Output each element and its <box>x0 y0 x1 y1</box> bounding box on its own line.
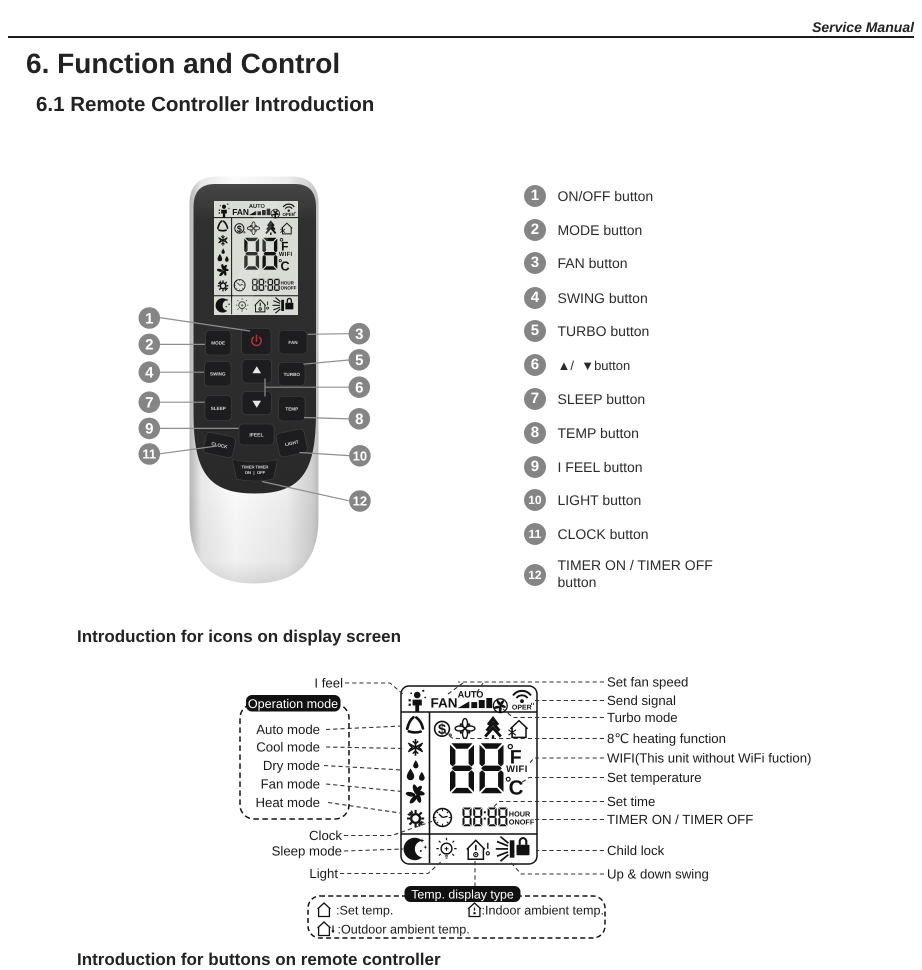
svg-text:Send signal: Send signal <box>607 693 676 708</box>
svg-text:TIMER TIMER: TIMER TIMER <box>242 465 269 470</box>
svg-text:Child lock: Child lock <box>607 843 665 858</box>
svg-text:WIFI(This unit without WiFi fu: WIFI(This unit without WiFi fuction) <box>607 751 811 766</box>
svg-text:Set time: Set time <box>607 794 655 809</box>
svg-text:Temp. display type: Temp. display type <box>411 888 514 902</box>
svg-text:ON | OFF: ON | OFF <box>245 470 266 475</box>
svg-text:Auto mode: Auto mode <box>256 722 320 737</box>
svg-text:Heat mode: Heat mode <box>255 795 320 810</box>
svg-text::Outdoor ambient temp.: :Outdoor ambient temp. <box>338 923 470 937</box>
svg-text:Operation mode: Operation mode <box>248 697 338 711</box>
svg-text::Set temp.: :Set temp. <box>336 904 393 918</box>
svg-text:Set fan speed: Set fan speed <box>607 675 688 690</box>
svg-text:TURBO: TURBO <box>284 372 301 377</box>
svg-text:LIGHT: LIGHT <box>285 439 300 447</box>
svg-text:Sleep mode: Sleep mode <box>272 844 342 859</box>
svg-text::Indoor ambient temp.: :Indoor ambient temp. <box>482 904 605 918</box>
svg-text:5: 5 <box>355 352 363 369</box>
svg-text:TIMER ON / TIMER OFF: TIMER ON / TIMER OFF <box>607 812 753 827</box>
svg-text:TEMP: TEMP <box>285 407 298 412</box>
svg-text:4: 4 <box>145 365 154 382</box>
svg-text:Turbo mode: Turbo mode <box>607 710 678 725</box>
svg-text:Set temperature: Set temperature <box>607 770 702 785</box>
svg-text:SWING: SWING <box>210 372 226 377</box>
svg-text:Cool mode: Cool mode <box>256 740 320 755</box>
svg-text:1: 1 <box>145 310 153 327</box>
svg-text:6: 6 <box>355 380 363 397</box>
svg-text:2: 2 <box>145 337 153 354</box>
svg-text:10: 10 <box>353 448 367 463</box>
svg-text:Light: Light <box>309 866 338 881</box>
svg-text:11: 11 <box>142 447 156 462</box>
svg-text:Clock: Clock <box>309 828 342 843</box>
svg-text:9: 9 <box>145 421 153 438</box>
svg-text:12: 12 <box>353 494 367 509</box>
svg-text:MODE: MODE <box>211 341 225 346</box>
svg-text:7: 7 <box>145 395 153 412</box>
svg-text:FAN: FAN <box>288 340 298 345</box>
svg-text:IFEEL: IFEEL <box>249 433 263 439</box>
svg-text:SLEEP: SLEEP <box>211 406 226 411</box>
svg-text:8℃ heating function: 8℃ heating function <box>607 731 726 746</box>
svg-text:Dry mode: Dry mode <box>263 758 320 773</box>
svg-text:CLOCK: CLOCK <box>211 441 229 449</box>
svg-text:Up & down swing: Up & down swing <box>607 867 709 882</box>
svg-text:8: 8 <box>355 411 363 428</box>
svg-text:I feel: I feel <box>314 676 343 691</box>
svg-text:Fan mode: Fan mode <box>261 777 320 792</box>
svg-text:3: 3 <box>355 326 363 343</box>
